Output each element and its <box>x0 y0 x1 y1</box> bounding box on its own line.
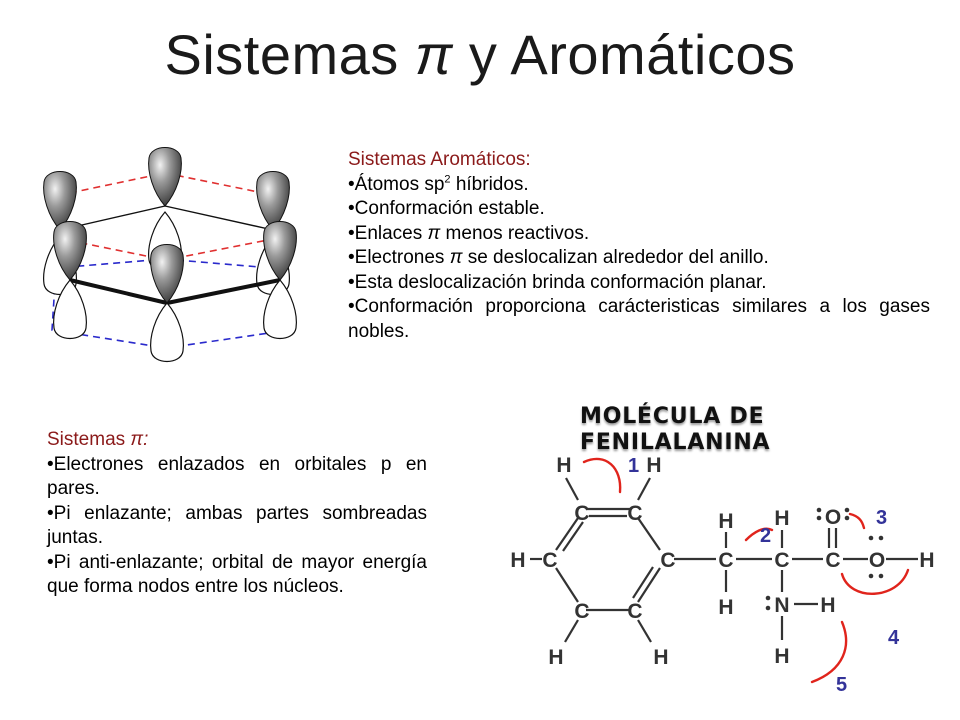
pi-bullet-1: •Electrones enlazados en orbitales p en … <box>47 453 427 500</box>
aromatic-systems-text: Sistemas Aromáticos: •Átomos sp2 híbrido… <box>348 148 930 344</box>
aromatic-bullet-4: •Electrones π se deslocalizan alrededor … <box>348 247 769 268</box>
aromatic-bullet-2: •Conformación estable. <box>348 198 545 219</box>
svg-text:H: H <box>548 646 563 669</box>
svg-text:1: 1 <box>628 455 639 477</box>
svg-text:C: C <box>574 600 589 623</box>
pi-heading: Sistemas π: <box>47 429 149 450</box>
svg-text:2: 2 <box>760 525 771 547</box>
caption-line-2: FENILALANINA <box>580 430 771 455</box>
svg-text:5: 5 <box>836 674 847 696</box>
svg-text:3: 3 <box>876 507 887 529</box>
title-main: Sistemas <box>164 23 415 86</box>
svg-text:O: O <box>825 506 841 529</box>
svg-text:C: C <box>542 549 557 572</box>
aromatic-bullet-3: •Enlaces π menos reactivos. <box>348 222 590 244</box>
slide-title: Sistemas π y Aromáticos <box>0 22 960 87</box>
caption-line-1: MOLÉCULA DE <box>580 404 765 429</box>
svg-text:H: H <box>653 646 668 669</box>
svg-text:H: H <box>646 454 661 477</box>
svg-text:C: C <box>774 549 789 572</box>
svg-text:4: 4 <box>888 627 900 649</box>
phenylalanine-structure: H H C C H C C C C H H H C H H C N H H C … <box>510 454 934 696</box>
aromatic-heading: Sistemas Aromáticos: <box>348 149 531 170</box>
pi-bullet-3: •Pi anti-enlazante; orbital de mayor ene… <box>47 551 427 598</box>
svg-text:H: H <box>774 507 789 530</box>
svg-text:H: H <box>556 454 571 477</box>
svg-text:C: C <box>660 549 675 572</box>
svg-text:H: H <box>774 645 789 668</box>
svg-text:C: C <box>574 502 589 525</box>
aromatic-bullet-1: •Átomos sp2 híbridos. <box>348 173 529 195</box>
svg-text:C: C <box>627 600 642 623</box>
svg-text:C: C <box>825 549 840 572</box>
title-rest: y Aromáticos <box>452 23 796 86</box>
title-pi-symbol: π <box>414 23 453 86</box>
svg-text:N: N <box>774 594 789 617</box>
aromatic-bullet-5: •Esta deslocalización brinda conformació… <box>348 271 767 293</box>
molecule-caption: MOLÉCULA DE FENILALANINA <box>580 404 770 456</box>
svg-text:C: C <box>718 549 733 572</box>
benzene-orbital-diagram <box>43 147 297 363</box>
svg-text:O: O <box>869 549 885 572</box>
svg-text:H: H <box>820 594 835 617</box>
svg-text:H: H <box>718 510 733 533</box>
aromatic-bullet-6: •Conformación proporciona carácteristica… <box>348 296 930 342</box>
svg-text:C: C <box>627 502 642 525</box>
svg-text:H: H <box>718 596 733 619</box>
svg-text:H: H <box>919 549 934 572</box>
svg-text:H: H <box>510 549 525 572</box>
pi-systems-text: Sistemas π: •Electrones enlazados en orb… <box>47 428 427 600</box>
pi-bullet-2: •Pi enlazante; ambas partes sombreadas j… <box>47 502 427 549</box>
